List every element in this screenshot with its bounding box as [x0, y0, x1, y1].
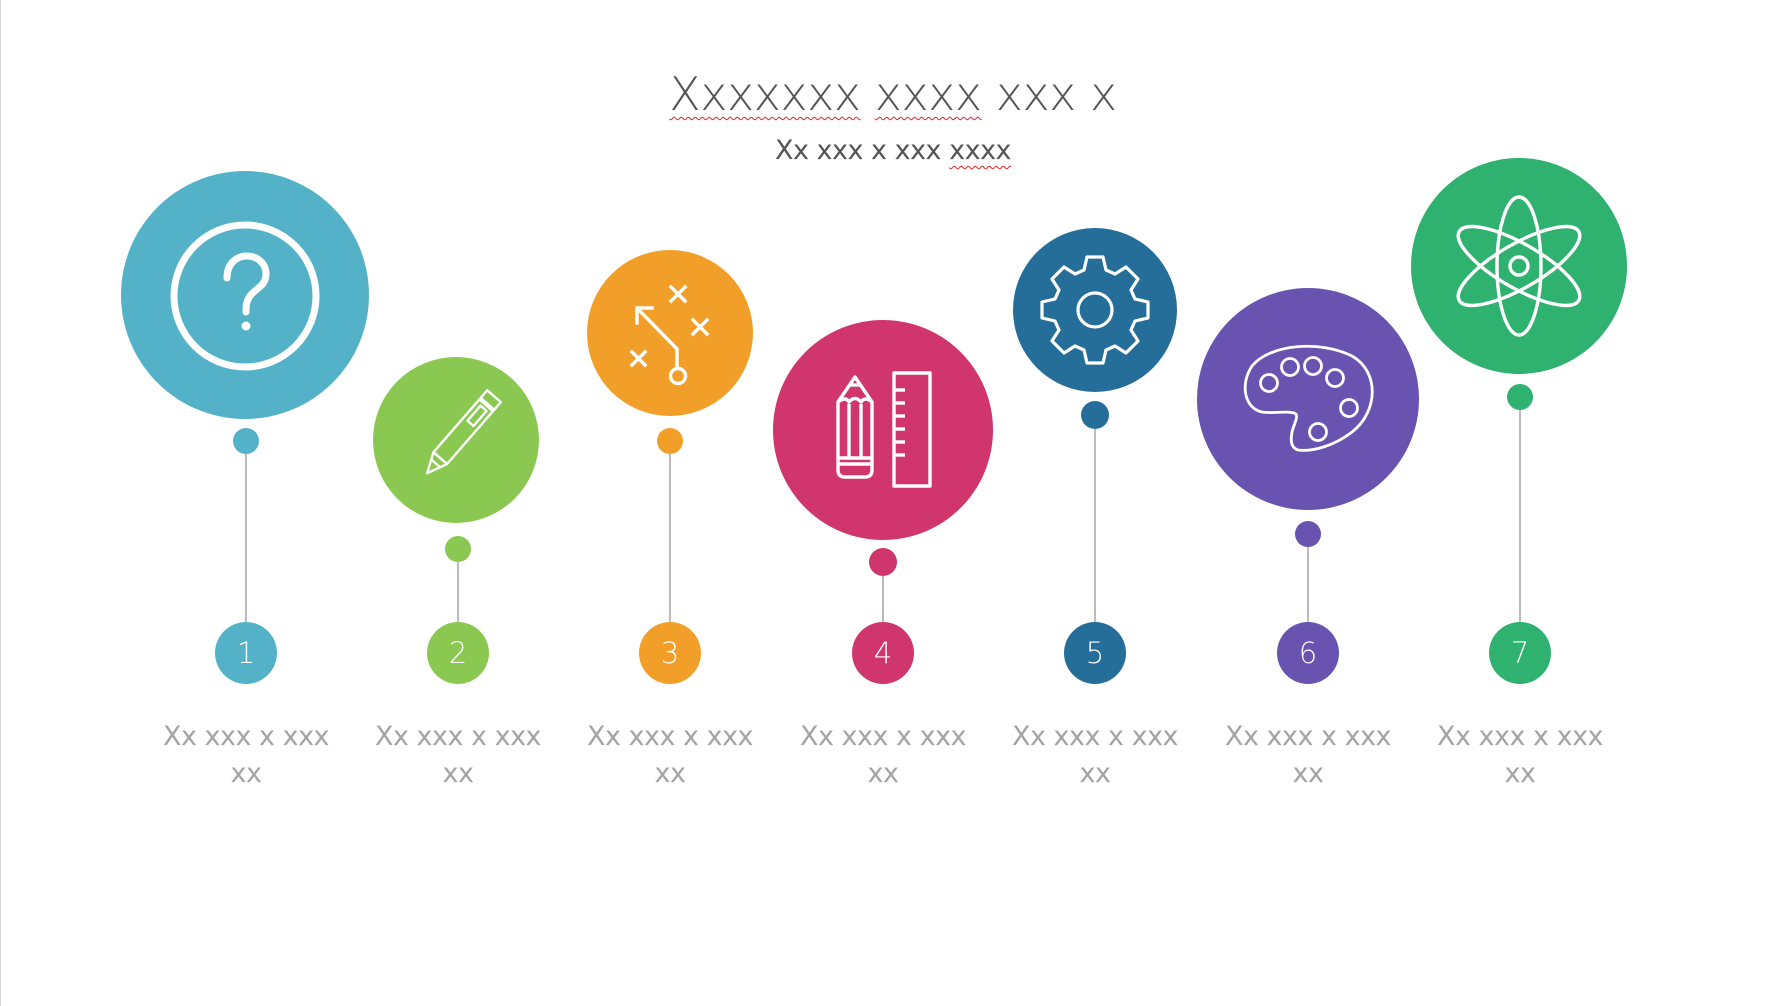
- connector-dot-7: [1507, 384, 1533, 410]
- subtitle-text: Xx xxx x xxx: [774, 135, 950, 166]
- step-number-badge: 3: [639, 622, 701, 684]
- step-number: 2: [448, 636, 468, 670]
- caption-line: Xx xxx x xxx: [1224, 721, 1392, 752]
- connector-dot-4: [869, 548, 897, 576]
- caption-line: xx: [654, 758, 686, 789]
- step-5-bubble[interactable]: [1013, 228, 1177, 392]
- slide-subtitle[interactable]: Xx xxx x xxx xxxx: [0, 133, 1786, 169]
- step-number: 4: [873, 636, 893, 670]
- caption-line: Xx xxx x xxx: [162, 721, 330, 752]
- slide-left-border: [0, 0, 1, 1006]
- step-number: 6: [1298, 636, 1318, 670]
- connector-dot-1: [233, 428, 259, 454]
- caption-line: Xx xxx x xxx: [1011, 721, 1179, 752]
- slide-title[interactable]: Xxxxxxx xxxx xxx x: [0, 66, 1786, 122]
- subtitle-word-misspelled: xxxx: [949, 135, 1012, 166]
- step-number-badge: 7: [1489, 622, 1551, 684]
- caption-line: Xx xxx x xxx: [799, 721, 967, 752]
- step-number-badge: 6: [1277, 622, 1339, 684]
- step-caption[interactable]: Xx xxx x xxx xx: [1208, 718, 1408, 792]
- step-caption[interactable]: Xx xxx x xxx xx: [783, 718, 983, 792]
- title-word-misspelled: Xxxxxxx: [669, 67, 861, 121]
- step-number-badge: 1: [215, 622, 277, 684]
- caption-line: xx: [442, 758, 474, 789]
- step-caption[interactable]: Xx xxx x xxx xx: [358, 718, 558, 792]
- pencil-icon: [425, 389, 503, 475]
- step-number-badge: 5: [1064, 622, 1126, 684]
- connector-dot-6: [1295, 521, 1321, 547]
- paint-palette-icon: [1243, 344, 1374, 452]
- step-caption[interactable]: Xx xxx x xxx xx: [146, 718, 346, 792]
- caption-line: Xx xxx x xxx: [1436, 721, 1604, 752]
- step-7-bubble[interactable]: [1411, 158, 1627, 374]
- caption-line: xx: [1079, 758, 1111, 789]
- step-number: 3: [660, 636, 680, 670]
- caption-line: Xx xxx x xxx: [374, 721, 542, 752]
- title-rest: xxx x: [981, 67, 1118, 121]
- step-1-bubble[interactable]: [121, 171, 369, 419]
- step-number: 5: [1085, 636, 1105, 670]
- step-caption[interactable]: Xx xxx x xxx xx: [1420, 718, 1620, 792]
- connector-dot-5: [1081, 401, 1109, 429]
- caption-line: xx: [867, 758, 899, 789]
- gear-icon: [1040, 255, 1150, 365]
- question-icon: [170, 221, 320, 371]
- step-number-badge: 4: [852, 622, 914, 684]
- atom-icon: [1456, 195, 1582, 337]
- pencil-ruler-icon: [836, 371, 932, 488]
- connector-dot-2: [445, 536, 471, 562]
- step-number: 1: [236, 636, 256, 670]
- step-4-bubble[interactable]: [773, 320, 993, 540]
- step-6-bubble[interactable]: [1197, 288, 1419, 510]
- caption-line: xx: [230, 758, 262, 789]
- caption-line: Xx xxx x xxx: [586, 721, 754, 752]
- step-2-bubble[interactable]: [373, 357, 539, 523]
- step-number-badge: 2: [427, 622, 489, 684]
- caption-line: xx: [1292, 758, 1324, 789]
- step-caption[interactable]: Xx xxx x xxx xx: [995, 718, 1195, 792]
- step-3-bubble[interactable]: [587, 250, 753, 416]
- connector-dot-3: [657, 428, 683, 454]
- strategy-play-icon: [629, 284, 710, 386]
- caption-line: xx: [1504, 758, 1536, 789]
- title-word-misspelled: xxxx: [874, 67, 982, 121]
- step-number: 7: [1510, 636, 1530, 670]
- step-caption[interactable]: Xx xxx x xxx xx: [570, 718, 770, 792]
